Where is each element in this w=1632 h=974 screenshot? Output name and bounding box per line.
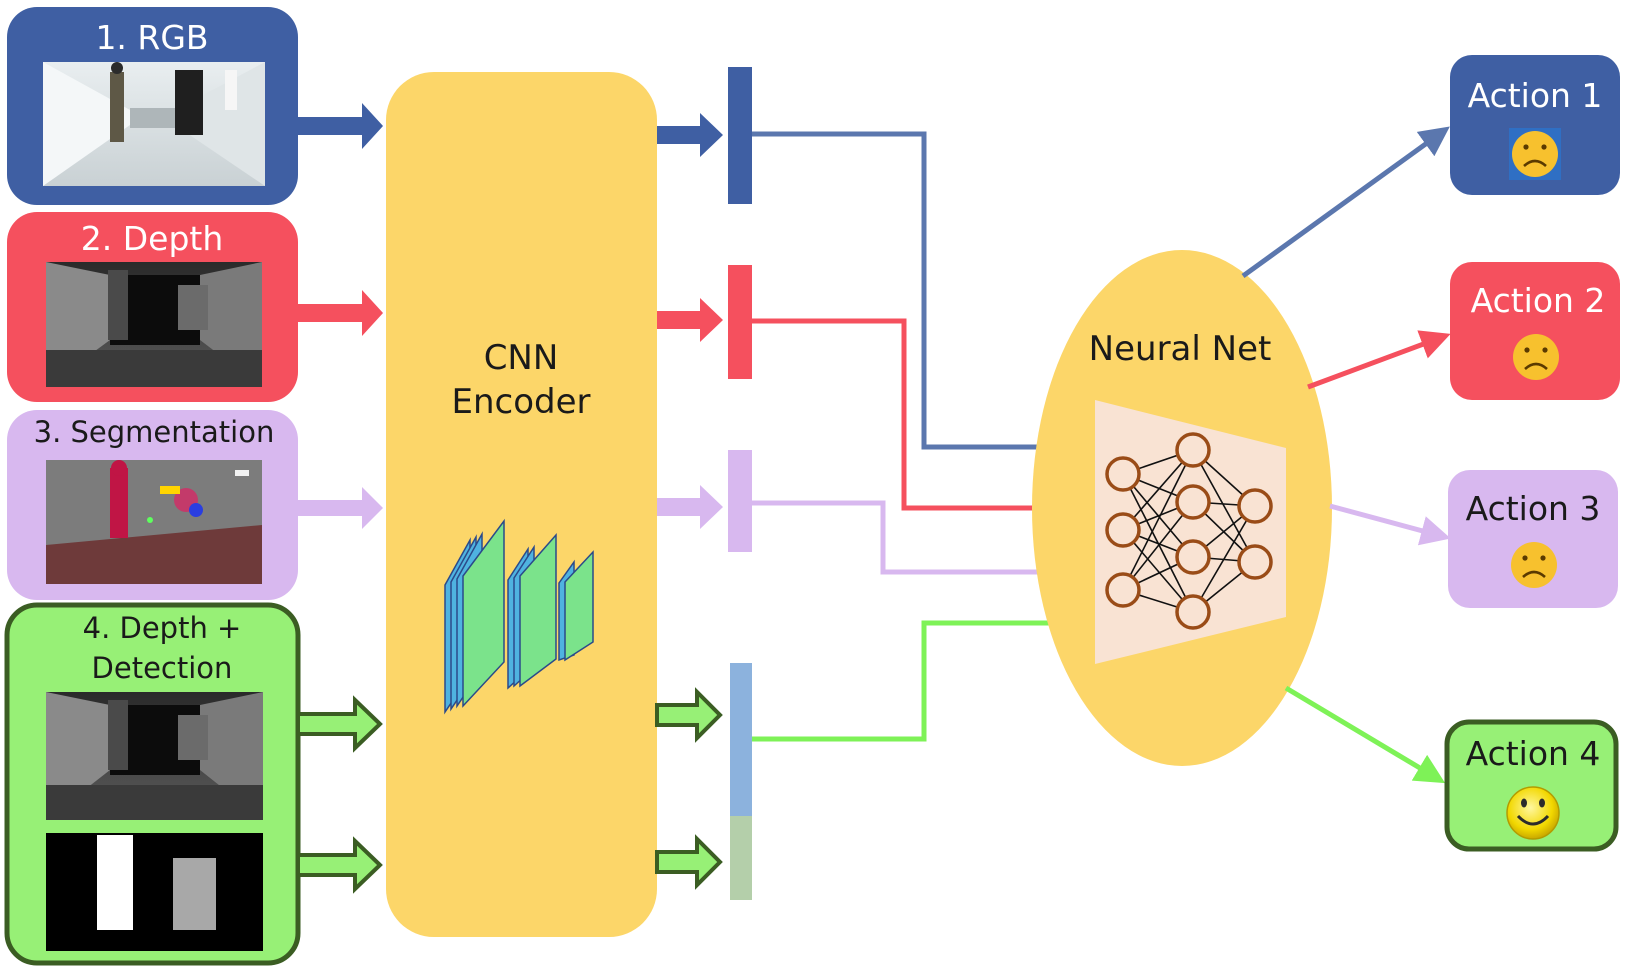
segmentation-image (46, 460, 262, 584)
action-3: Action 3 (1448, 470, 1618, 608)
input-rgb: 1. RGB (7, 7, 298, 205)
action2-box (1450, 262, 1620, 400)
rgb-label: 1. RGB (95, 18, 208, 57)
detection-mask-arrow (296, 836, 383, 894)
cnn-layers-icon (444, 518, 594, 715)
depth-label: 2. Depth (81, 219, 224, 258)
depth-arrow (298, 290, 383, 336)
cnn-encoder: CNN Encoder (386, 72, 657, 937)
detection-depth-image (46, 692, 263, 820)
detection-label-line1: 4. Depth + (83, 611, 242, 645)
action1-arrow (1241, 126, 1450, 279)
action-4: Action 4 (1444, 719, 1619, 852)
encoder-title-line2: Encoder (451, 382, 590, 422)
action-2: Action 2 (1450, 262, 1620, 400)
feature-arrows (655, 113, 723, 890)
detection-label-line2: Detection (92, 651, 233, 685)
sad-face-icon (1511, 542, 1557, 588)
segmentation-route (752, 500, 1092, 587)
sad-face-icon (1513, 334, 1559, 380)
action3-box (1448, 470, 1618, 608)
rgb-image (43, 62, 265, 186)
routing-lines (752, 131, 1092, 742)
neural-net: Neural Net (1032, 250, 1332, 766)
action4-arrow (1284, 685, 1446, 784)
detection-feature-arrow-1 (655, 687, 723, 743)
depth-route (752, 318, 1092, 523)
detection-mask-image (46, 833, 263, 951)
detection-route (752, 608, 1092, 742)
input-depth-detection: 4. Depth + Detection (4, 602, 301, 966)
neural-net-label: Neural Net (1089, 329, 1272, 369)
action3-arrow (1329, 503, 1451, 546)
action1-label: Action 1 (1468, 76, 1603, 115)
output-arrows (1241, 126, 1451, 784)
detection-depth-arrow (296, 695, 383, 753)
action4-label: Action 4 (1466, 734, 1601, 773)
action2-arrow (1307, 330, 1451, 390)
feature-vectors (728, 67, 752, 900)
segmentation-feature-vector (728, 450, 752, 552)
segmentation-arrow (298, 487, 383, 529)
rgb-route (752, 131, 1092, 462)
rgb-feature-vector (728, 67, 752, 204)
input-depth: 2. Depth (7, 212, 298, 402)
action2-label: Action 2 (1471, 281, 1606, 320)
depth-feature-vector (728, 265, 752, 379)
input-arrows (296, 103, 383, 894)
network-panel (1095, 400, 1286, 664)
mask-feature-vector (730, 816, 752, 900)
encoder-box (386, 72, 657, 937)
depth-detection-feature-vector (730, 663, 752, 816)
action1-box (1450, 55, 1620, 195)
input-segmentation: 3. Segmentation (7, 410, 298, 600)
rgb-arrow (298, 103, 383, 149)
detection-feature-arrow-2 (655, 834, 723, 890)
sad-face-icon (1509, 128, 1561, 180)
action-1: Action 1 (1450, 55, 1620, 195)
rgb-feature-arrow (657, 113, 723, 157)
smiley-face-icon (1506, 786, 1560, 840)
network-neurons (1105, 432, 1273, 630)
segmentation-feature-arrow (657, 485, 723, 529)
encoder-title-line1: CNN (484, 338, 559, 378)
segmentation-label: 3. Segmentation (34, 415, 275, 449)
action3-label: Action 3 (1466, 489, 1601, 528)
action4-box (1444, 719, 1619, 852)
depth-feature-arrow (657, 298, 723, 342)
depth-image (46, 262, 262, 387)
